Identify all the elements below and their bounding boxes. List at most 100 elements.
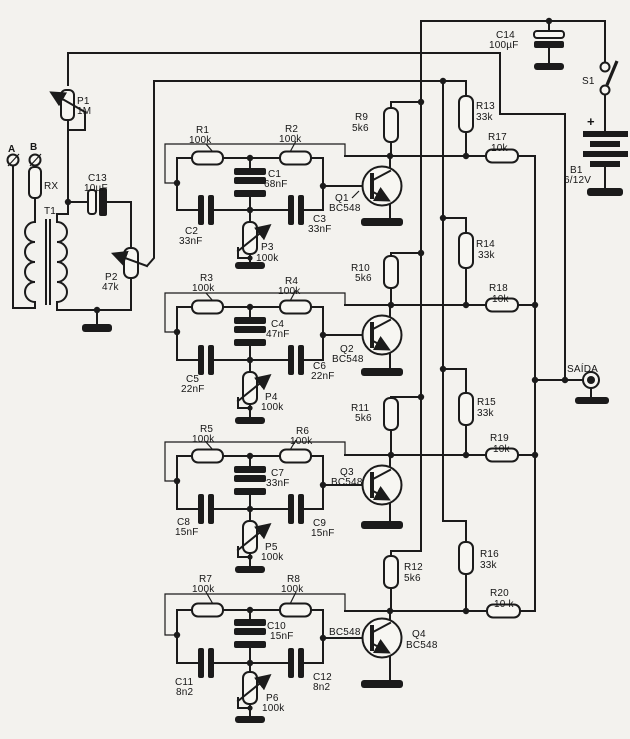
- ground-q1-icon: [361, 218, 403, 226]
- q3-value: BC548: [331, 477, 363, 488]
- r16-value: 33k: [480, 560, 498, 571]
- ground-battery-icon: [587, 188, 623, 196]
- p6-value: 100k: [262, 703, 285, 714]
- p2-value: 47k: [102, 282, 120, 293]
- r2-value: 100k: [279, 134, 302, 145]
- ground-output-icon: [575, 397, 609, 404]
- r2-ref: R2: [285, 124, 298, 135]
- junction-dots: [64, 17, 569, 711]
- r10-value: 5k6: [355, 273, 372, 284]
- ground-p5-icon: [235, 566, 265, 573]
- terminal-a: A: [6, 144, 20, 167]
- stage-2: R3 100k R4 100k C4 47nF C5 22nF C6 22nF …: [181, 232, 519, 424]
- ground-frontend-icon: [82, 324, 112, 332]
- c6-value: 22nF: [311, 371, 335, 382]
- p2-ref: P2: [105, 272, 118, 283]
- c4-ref: C4: [271, 319, 284, 330]
- r19-ref: R19: [490, 433, 509, 444]
- t1-label: T1: [44, 206, 56, 217]
- c11-ref: C11: [175, 677, 193, 688]
- terminal-b-label: B: [30, 142, 37, 153]
- c13-ref: C13: [88, 173, 107, 184]
- c2-value: 33nF: [179, 236, 203, 247]
- c2-ref: C2: [185, 226, 198, 237]
- ground-p6-icon: [235, 716, 265, 723]
- rx-label: RX: [44, 181, 58, 192]
- r11-ref: R11: [351, 403, 369, 414]
- p4-value: 100k: [261, 402, 284, 413]
- c13-value: 10µF: [84, 183, 108, 194]
- r9-value: 5k6: [352, 123, 369, 134]
- c4-value: 47nF: [266, 329, 290, 340]
- capacitor-c13: C13 10µF: [84, 173, 108, 216]
- s1-label: S1: [582, 76, 595, 87]
- stage-3: R5 100k R6 100k C7 33nF C8 15nF C9 15nF …: [175, 392, 519, 573]
- stage-1: R1 100k R2 100k C1 68nF C2 33nF C3 33nF …: [179, 95, 519, 269]
- r14-ref: R14: [476, 239, 495, 250]
- pot-p1: P1 1M: [49, 89, 91, 121]
- r8-value: 100k: [281, 584, 304, 595]
- wires: [12, 20, 606, 717]
- r8-ref: R8: [287, 574, 300, 585]
- c10-ref: C10: [267, 621, 286, 632]
- c12-value: 8n2: [313, 682, 331, 693]
- p5-ref: P5: [265, 542, 278, 553]
- r18-value: 10k: [492, 294, 510, 305]
- c3-value: 33nF: [308, 224, 332, 235]
- q4-left-label: BC548: [329, 627, 361, 638]
- r10-ref: R10: [351, 263, 370, 274]
- ground-p3-icon: [235, 262, 265, 269]
- battery-b1: + B1 6/12V: [564, 114, 628, 196]
- c12-ref: C12: [313, 672, 332, 683]
- r1-value: 100k: [189, 135, 212, 146]
- capacitor-c14: C14 100µF: [489, 30, 565, 70]
- switch-s1: S1: [582, 60, 619, 96]
- r3-ref: R3: [200, 273, 213, 284]
- c1-ref: C1: [268, 169, 281, 180]
- r5-value: 100k: [192, 434, 215, 445]
- p4-ref: P4: [265, 392, 278, 403]
- r1-ref: R1: [196, 125, 209, 136]
- r17-value: 10k: [491, 143, 509, 154]
- r4-ref: R4: [285, 276, 298, 287]
- output-jack: SAÍDA: [567, 362, 609, 404]
- r15-ref: R15: [477, 397, 496, 408]
- pot-p2: P2 47k: [102, 247, 149, 293]
- c9-ref: C9: [313, 518, 326, 529]
- r16-ref: R16: [480, 549, 499, 560]
- r12-value: 5k6: [404, 573, 421, 584]
- r13-value: 33k: [476, 112, 494, 123]
- transformer-t1: T1: [24, 206, 68, 305]
- c7-ref: C7: [271, 468, 284, 479]
- stage-4: R7 100k R8 100k C10 15nF C11 8n2 C12 8n2…: [175, 541, 521, 723]
- r7-value: 100k: [192, 584, 215, 595]
- r20-ref: R20: [490, 588, 509, 599]
- c14-value: 100µF: [489, 40, 519, 51]
- b1-ref: B1: [570, 165, 583, 176]
- q3-ref: Q3: [340, 467, 354, 478]
- ground-p4-icon: [235, 417, 265, 424]
- p5-value: 100k: [261, 552, 284, 563]
- p3-value: 100k: [256, 253, 279, 264]
- c14-ref: C14: [496, 30, 515, 41]
- c6-ref: C6: [313, 361, 326, 372]
- c5-value: 22nF: [181, 384, 205, 395]
- r12-ref: R12: [404, 562, 423, 573]
- c7-value: 33nF: [266, 478, 290, 489]
- r18-ref: R18: [489, 283, 508, 294]
- r14-value: 33k: [478, 250, 496, 261]
- q2-ref: Q2: [340, 344, 354, 355]
- resistor-rx: RX: [28, 166, 58, 199]
- c11-value: 8n2: [176, 687, 194, 698]
- r20-value: 10 k: [494, 599, 515, 610]
- c3-ref: C3: [313, 214, 326, 225]
- r9-ref: R9: [355, 112, 368, 123]
- battery-plus-label: +: [587, 114, 595, 129]
- r6-ref: R6: [296, 426, 309, 437]
- ground-q3-icon: [361, 521, 403, 529]
- terminal-a-label: A: [8, 144, 15, 155]
- p1-ref: P1: [77, 96, 90, 107]
- c8-ref: C8: [177, 517, 190, 528]
- q4-value: BC548: [406, 640, 438, 651]
